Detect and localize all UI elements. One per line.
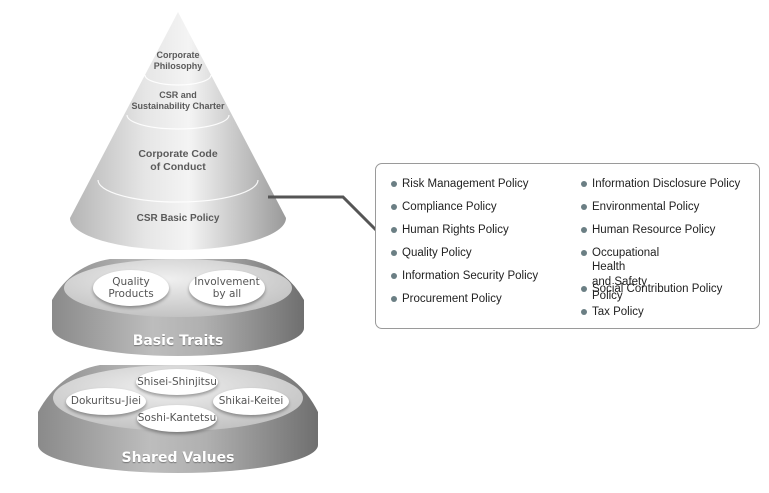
bullet-icon xyxy=(581,309,587,315)
bullet-icon xyxy=(581,250,587,256)
pyramid-cone xyxy=(70,12,286,250)
level-csr-basic-policy: CSR Basic Policy xyxy=(136,213,220,224)
bullet-icon xyxy=(581,181,587,187)
bullet-icon xyxy=(391,250,397,256)
value-shisei-shinjitsu: Shisei-Shinjitsu xyxy=(136,369,218,395)
bullet-icon xyxy=(581,286,587,292)
policy-list-box: Risk Management Policy Compliance Policy… xyxy=(375,163,760,329)
value-shikai-keitei: Shikai-Keitei xyxy=(213,388,289,415)
bullet-icon xyxy=(581,227,587,233)
bullet-icon xyxy=(391,296,397,302)
bullet-icon xyxy=(581,204,587,210)
value-soshi-kantetsu: Soshi-Kantetsu xyxy=(137,405,217,432)
shared-values-title: Shared Values xyxy=(121,450,235,466)
bullet-icon xyxy=(391,227,397,233)
bullet-icon xyxy=(391,273,397,279)
bullet-icon xyxy=(391,204,397,210)
value-dokuritsu-jiei: Dokuritsu-Jiei xyxy=(66,388,146,415)
bullet-icon xyxy=(391,181,397,187)
basic-traits-title: Basic Traits xyxy=(132,333,224,349)
connector-line xyxy=(268,195,378,232)
